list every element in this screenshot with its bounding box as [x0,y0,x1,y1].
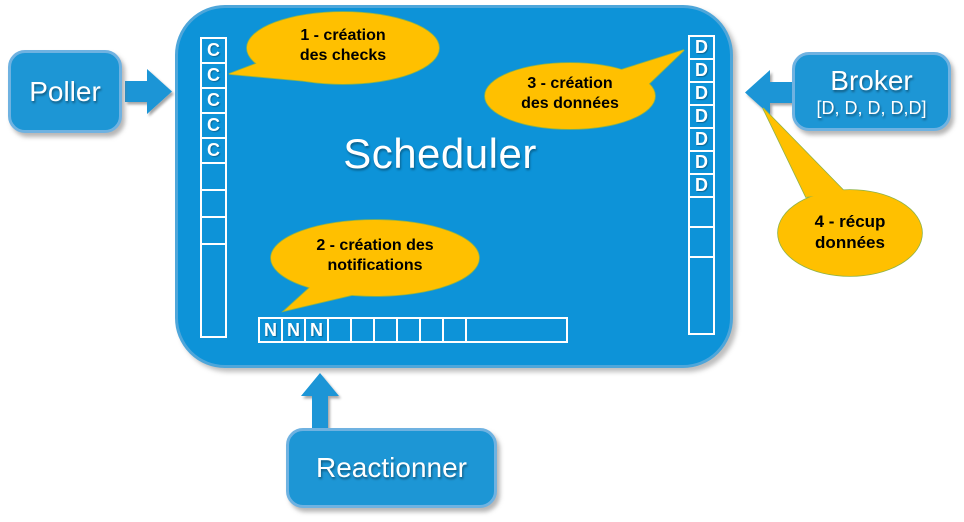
notification-queue-cell [396,317,421,343]
data-queue-cell: D [688,35,715,60]
data-queue-cell [688,226,715,258]
scheduler-title: Scheduler [343,130,537,177]
poller-to-scheduler-arrow-icon [125,69,172,114]
check-queue-cell [200,216,227,245]
reactionner-node: Reactionner [286,428,497,508]
notification-queue-cell: N [304,317,329,343]
callout-3-label: 3 - création des données [521,75,619,112]
check-queue-cell [200,189,227,218]
data-queue: D D D D D D D [688,35,715,335]
data-queue-cell: D [688,150,715,175]
check-queue-cell: C [200,137,227,164]
check-queue: C C C C C [200,37,227,338]
check-queue-cell [200,162,227,191]
check-queue-cell: C [200,37,227,64]
check-queue-cell: C [200,87,227,114]
notification-queue-cell [373,317,398,343]
broker-sublabel: [D, D, D, D,D] [816,97,927,118]
data-queue-cell: D [688,104,715,129]
broker-to-scheduler-arrow-icon [745,70,792,115]
check-queue-cell: C [200,62,227,89]
notification-queue-cell [442,317,467,343]
check-queue-cell: C [200,112,227,139]
broker-node: Broker [D, D, D, D,D] [792,52,951,131]
poller-label: Poller [29,75,101,107]
reactionner-to-scheduler-arrow-icon [301,373,339,428]
notification-queue-cell [465,317,568,343]
data-queue-cell [688,256,715,335]
data-queue-cell [688,196,715,228]
notification-queue: N N N [258,317,568,343]
callout-2-label: 2 - création des notifications [316,237,434,274]
notification-queue-cell [419,317,444,343]
data-queue-cell: D [688,127,715,152]
data-queue-cell: D [688,58,715,83]
notification-queue-cell: N [281,317,306,343]
check-queue-cell [200,243,227,338]
broker-label: Broker [830,64,913,96]
callout-4-label: 4 - récup données [814,212,886,252]
poller-node: Poller [8,50,122,133]
notification-queue-cell: N [258,317,283,343]
notification-queue-cell [327,317,352,343]
notification-queue-cell [350,317,375,343]
data-queue-cell: D [688,173,715,198]
callout-1-label: 1 - création des checks [299,27,387,64]
data-queue-cell: D [688,81,715,106]
reactionner-label: Reactionner [316,452,467,483]
